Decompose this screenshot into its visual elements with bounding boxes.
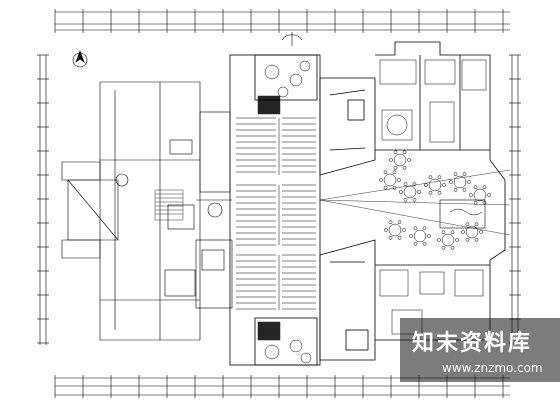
right-wing-lower: [319, 239, 376, 361]
shelving-rows: [236, 117, 316, 310]
dining-hall-outline: [375, 41, 506, 341]
planter-bottom: [257, 321, 312, 364]
left-dimension-lines: [39, 55, 47, 345]
planter-top: [257, 60, 311, 115]
central-block-outline: [229, 54, 321, 366]
feature-pool: [439, 199, 486, 229]
entrance-canopy: [61, 161, 119, 259]
stair-left: [154, 189, 184, 221]
watermark: 知末资料库 www.znzmo.com: [400, 318, 560, 382]
connector-block: [195, 111, 233, 309]
diagonal-beams: [319, 169, 511, 236]
right-dimension-lines: [511, 55, 519, 345]
kitchen-upper: [379, 59, 487, 143]
watermark-url: www.znzmo.com: [442, 361, 543, 375]
north-arrow-icon: [72, 50, 88, 68]
dining-tables: [379, 150, 491, 250]
left-wing-outline: [99, 81, 223, 341]
right-wing-upper: [319, 77, 376, 176]
top-dimension-lines: [55, 11, 510, 31]
dimension-ticks: [37, 9, 521, 398]
top-entry-canopy: [281, 32, 303, 46]
watermark-name: 知末资料库: [412, 330, 532, 356]
